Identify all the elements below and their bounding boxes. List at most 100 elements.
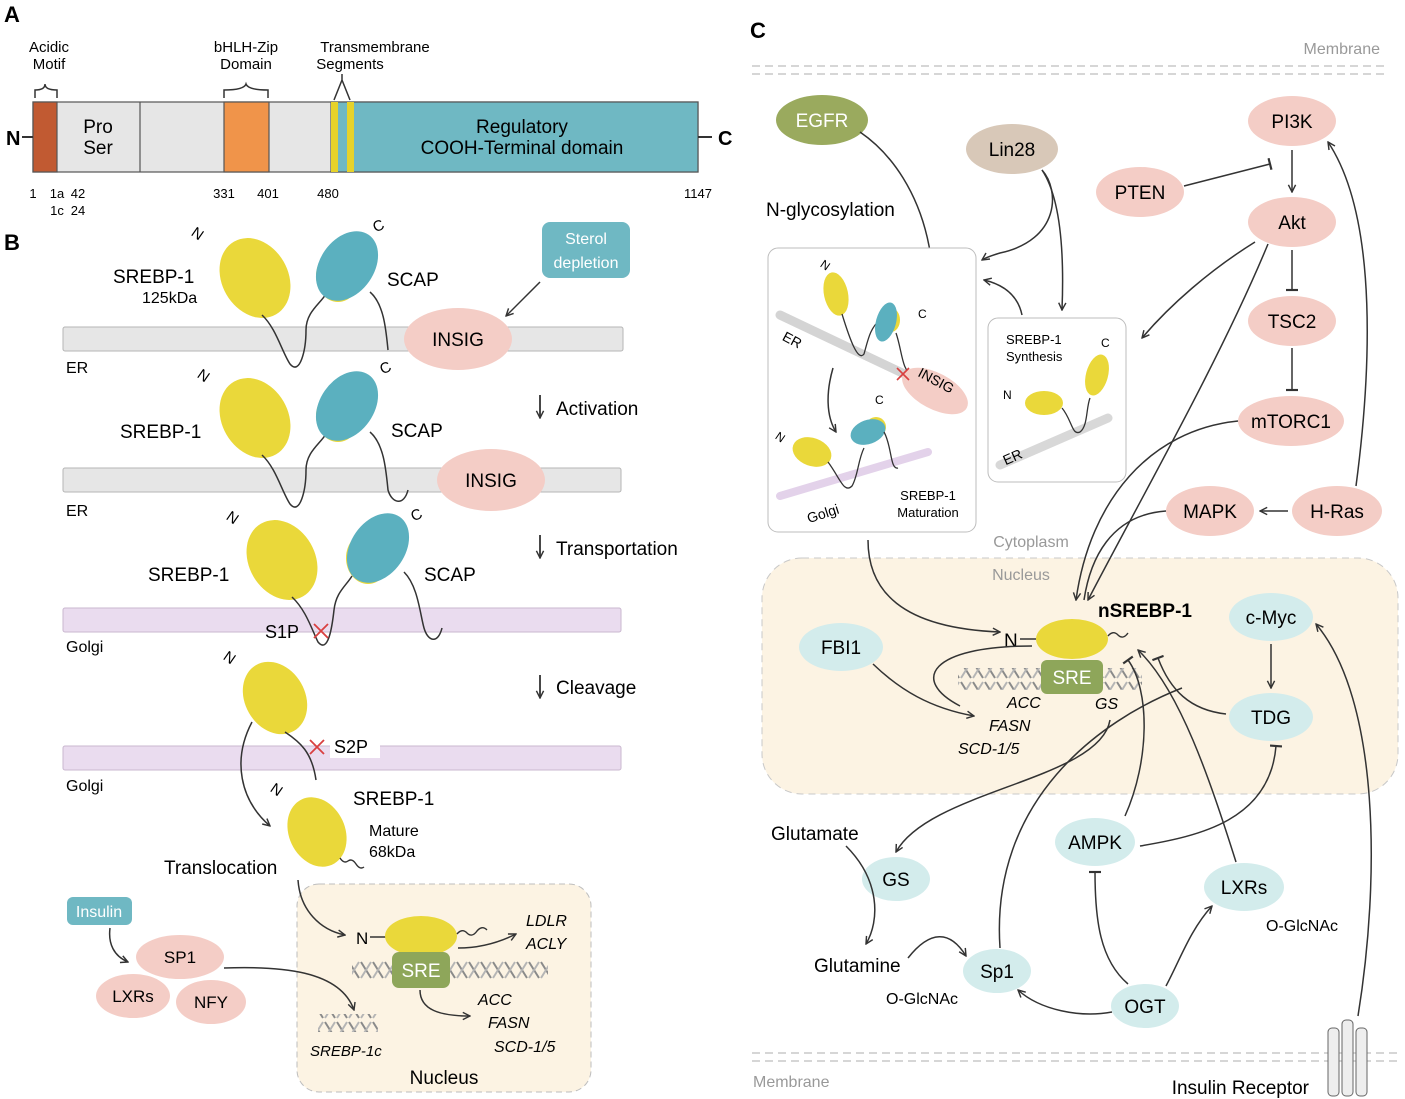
n-letter-2: N — [194, 366, 213, 386]
insulin-receptor-label: Insulin Receptor — [1172, 1078, 1310, 1099]
ampk-node — [1055, 818, 1135, 866]
scap-domain-2 — [315, 371, 379, 441]
ogt-node — [1111, 984, 1179, 1028]
mapk-label: MAPK — [1183, 502, 1237, 523]
pro-ser-label-1: Pro — [83, 117, 113, 138]
nsrebp-b — [385, 916, 457, 956]
cmyc-node — [1229, 593, 1313, 641]
mature-srebp1 — [287, 797, 347, 867]
tdg-node — [1229, 693, 1313, 741]
pro-ser-label-2: Ser — [83, 138, 113, 159]
nucleus-label-b: Nucleus — [410, 1068, 479, 1089]
egfr-node — [776, 95, 868, 145]
srebp1-bhlh-domain-1 — [219, 238, 291, 318]
mapk-node — [1166, 486, 1254, 536]
gene-fasn-c: FASN — [989, 718, 1031, 735]
mtorc1-label: mTORC1 — [1251, 412, 1331, 433]
nsrebp1-c — [1036, 619, 1108, 659]
lxrs-oglcnac: O-GlcNAc — [1266, 918, 1338, 935]
gs-label: GS — [882, 870, 909, 891]
s1p-label: S1P — [265, 622, 299, 642]
step-transportation: Transportation — [556, 539, 678, 560]
pi3k-node — [1248, 96, 1336, 146]
hras-node — [1292, 486, 1382, 536]
gene-acly: ACLY — [525, 936, 568, 953]
kda-125-label: 125kDa — [142, 290, 197, 307]
lxrs-label-b: LXRs — [112, 987, 154, 1006]
mature-label-2: 68kDa — [369, 844, 415, 861]
tm-label-2: Segments — [316, 56, 384, 73]
panel-b-processing: ER N C SREBP-1 125kDa SCAP INSIG Sterol … — [62, 216, 678, 1093]
sterol-depletion-box — [542, 222, 630, 278]
gene-scd-c: SCD-1/5 — [958, 741, 1019, 758]
n-letter-1: N — [188, 224, 207, 244]
tm-label-1: Transmembrane — [320, 39, 429, 56]
lxrs-b — [96, 974, 170, 1018]
n-letter-c4: N — [1004, 631, 1018, 652]
n-letter-5: N — [267, 780, 286, 800]
n-glycosylation-label: N-glycosylation — [766, 200, 895, 221]
sterol-label-2: depletion — [554, 255, 619, 272]
akt-node — [1248, 197, 1336, 247]
insig-c — [902, 367, 968, 415]
s1p-cleavage-mark — [313, 623, 329, 639]
panel-label-b: B — [4, 230, 20, 255]
n-letter-6: N — [356, 929, 368, 948]
tick-24: 24 — [71, 203, 85, 218]
c-letter-3: C — [408, 505, 425, 525]
tick-480: 480 — [317, 186, 339, 201]
sre-label-c: SRE — [1052, 668, 1091, 689]
bhlh-zip-segment — [223, 101, 270, 173]
protein-c-terminus: C — [718, 128, 732, 150]
mtorc1-node — [1238, 396, 1344, 446]
glutamine-label: Glutamine — [814, 956, 901, 977]
er-label-2: ER — [66, 503, 88, 520]
mature-label-1: Mature — [369, 823, 419, 840]
regulatory-label-2: COOH-Terminal domain — [421, 138, 624, 159]
glutamate-label: Glutamate — [771, 824, 859, 845]
gs-node — [862, 857, 930, 901]
srebp1-bhlh-domain-2 — [219, 378, 291, 458]
hras-label: H-Ras — [1310, 502, 1364, 523]
tm-segment-1 — [331, 102, 338, 172]
regulatory-segment — [330, 101, 699, 173]
tsc2-label: TSC2 — [1268, 312, 1317, 333]
golgi-membrane-1 — [62, 607, 622, 633]
tick-1a: 1a — [50, 186, 65, 201]
lin28-label: Lin28 — [989, 140, 1036, 161]
nsrebp1-label: nSREBP-1 — [1098, 601, 1192, 622]
tick-401: 401 — [257, 186, 279, 201]
lxrs-node — [1204, 863, 1284, 911]
srebp1c-gene-helix — [318, 1014, 378, 1032]
scap-label-1: SCAP — [387, 270, 439, 291]
panel-a-domain-map: N C Pro Ser Regulatory COOH-Terminal dom… — [6, 39, 732, 218]
acidic-motif-label-1: Acidic — [29, 39, 70, 56]
panel-label-a: A — [4, 2, 20, 27]
tick-1c: 1c — [50, 203, 64, 218]
lin28-node — [966, 124, 1058, 174]
tick-1: 1 — [29, 186, 36, 201]
golgi-membrane-c — [776, 448, 932, 500]
tdg-label: TDG — [1251, 708, 1291, 729]
sp1-node — [963, 949, 1031, 993]
sp1-label-b: SP1 — [164, 948, 196, 967]
ampk-label: AMPK — [1068, 833, 1122, 854]
srebp1-label-2: SREBP-1 — [120, 422, 201, 443]
pten-label: PTEN — [1115, 183, 1166, 204]
n-letter-4: N — [220, 648, 239, 668]
panel-label-c: C — [750, 18, 766, 43]
gene-acc-c: ACC — [1006, 695, 1041, 712]
er-membrane-1 — [62, 326, 624, 352]
scap-label-2: SCAP — [391, 421, 443, 442]
synthesis-label-2: Synthesis — [1006, 349, 1063, 364]
protein-n-terminus: N — [6, 128, 20, 150]
acidic-motif-segment — [32, 101, 58, 173]
pi3k-label: PI3K — [1271, 112, 1313, 133]
step-cleavage: Cleavage — [556, 678, 636, 699]
insig-label-2: INSIG — [465, 471, 517, 492]
c-letter-2: C — [377, 358, 394, 378]
lxrs-label: LXRs — [1221, 878, 1267, 899]
nfy-b — [176, 980, 246, 1024]
maturation-label-1: SREBP-1 — [900, 488, 956, 503]
nucleus-label-c: Nucleus — [992, 567, 1050, 584]
